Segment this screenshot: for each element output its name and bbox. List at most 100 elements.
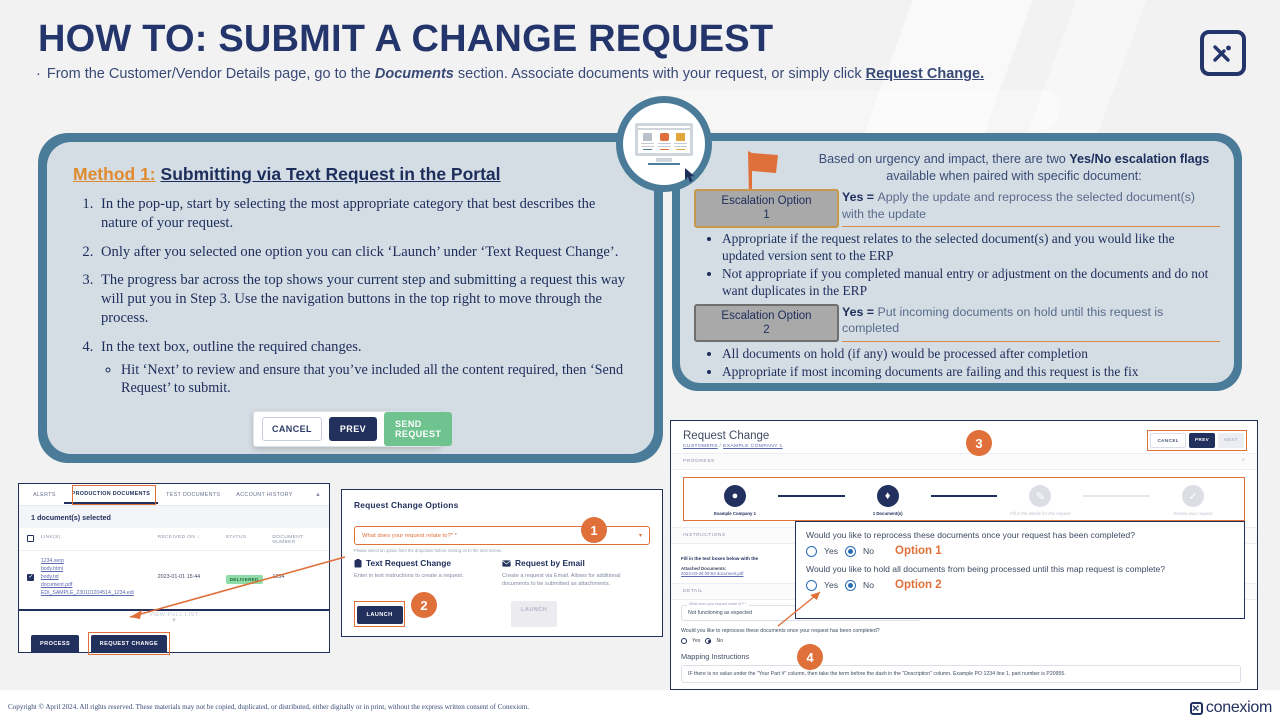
link-item[interactable]: body.txt (40, 574, 59, 581)
overlay-yes-label-2: Yes (824, 580, 839, 590)
monitor-screen (635, 123, 693, 156)
escalation-bullet: Appropriate if the request relates to th… (722, 230, 1220, 264)
escalation-card-inner: Based on urgency and impact, there are t… (680, 141, 1234, 383)
radio-no[interactable] (705, 638, 712, 644)
step-3[interactable]: ✎ Fill in the details for this request (997, 485, 1083, 516)
escalation-option-2-yes-bold: Yes = (842, 304, 878, 319)
intro-mid: section. Associate documents with your r… (453, 66, 866, 82)
row-document-number: 1234 (272, 574, 285, 581)
select-all-checkbox[interactable] (27, 535, 34, 542)
tab-account-history[interactable]: ACCOUNT HISTORY (236, 491, 293, 498)
link-item[interactable]: 1234.xerp (40, 558, 64, 564)
detail-question: Would you like to reprocess these docume… (681, 628, 880, 634)
radio-yes[interactable] (681, 638, 687, 644)
section-divider (19, 609, 329, 611)
detail-panel: What does your request relate to?* * Not… (671, 602, 1241, 683)
chevron-down-icon[interactable]: ▼ (171, 618, 177, 625)
request-change-link[interactable]: Request Change. (865, 66, 985, 82)
progress-stepper-highlight: ● Example Company 1 ♦ 1 Document(s) ✎ Fi… (683, 477, 1245, 521)
escalation-bullet: All documents on hold (if any) would be … (722, 345, 1220, 362)
method-step: In the pop-up, start by selecting the mo… (97, 195, 628, 234)
escalation-intro-2: available when paired with specific docu… (886, 169, 1142, 183)
step-4-label: Review your request (1173, 511, 1213, 516)
overlay-radio-no-1[interactable] (845, 545, 857, 557)
progress-section-bar: PROGRESS ^ (671, 453, 1257, 470)
method-steps: In the pop-up, start by selecting the mo… (79, 195, 628, 398)
rco-right-desc: Create a request via Email. Allows for a… (502, 573, 621, 588)
link-item[interactable]: body.html (40, 566, 63, 573)
launch-highlight: LAUNCH (354, 600, 406, 627)
breadcrumb-leaf[interactable]: EXAMPLE COMPANY 1 (723, 444, 783, 449)
attached-document-link[interactable]: 2024-03-26 09:53 document.pdf (681, 571, 744, 576)
chevron-up-icon[interactable]: ^ (1242, 459, 1245, 464)
launch-email-request-button: LAUNCH (511, 600, 558, 627)
overlay-no-label-2: No (863, 580, 875, 590)
rc-cancel-button[interactable]: CANCEL (1150, 433, 1187, 448)
overlay-question-2: Would you like to hold all documents fro… (806, 564, 1166, 574)
row-checkbox[interactable] (27, 573, 34, 581)
method-substep: Hit ‘Next’ to review and ensure that you… (121, 361, 628, 398)
step-connector (1083, 495, 1151, 497)
send-request-button[interactable]: SEND REQUEST (384, 412, 453, 446)
method-substeps: Hit ‘Next’ to review and ensure that you… (103, 361, 628, 398)
method-label: Method 1: (73, 164, 156, 184)
cancel-button[interactable]: CANCEL (262, 417, 322, 441)
step-connector (778, 495, 845, 497)
overlay-radio-no-2[interactable] (845, 579, 857, 591)
row-links: 1234.xerp body.html body.txt document.pd… (41, 557, 158, 597)
tab-production-documents[interactable]: PRODUCTION DOCUMENTS (63, 486, 159, 504)
overlay-no-label-1: No (863, 546, 875, 556)
x-glyph-small (1193, 705, 1200, 711)
escalation-option-2-yes-text: Put incoming documents on hold until thi… (842, 304, 1164, 336)
escalation-intro: Based on urgency and impact, there are t… (814, 151, 1214, 185)
breadcrumb-root[interactable]: CUSTOMERS (683, 444, 718, 449)
link-item[interactable]: EDI_SAMPLE_230101204514_1234.edi (40, 590, 134, 597)
mapping-instructions-textbox[interactable]: IF there is no value under the "Your Par… (681, 665, 1241, 683)
detail-label: DETAIL (683, 589, 703, 594)
escalation-option-2-bullets: All documents on hold (if any) would be … (708, 345, 1220, 380)
table-row: 1234.xerp body.html body.txt document.pd… (19, 551, 329, 603)
method-step: Only after you selected one option you c… (97, 243, 628, 262)
tab-test-documents[interactable]: TEST DOCUMENTS (166, 491, 221, 498)
escalation-option-2-tag-text: Escalation Option (721, 309, 812, 322)
escalation-option-1-tag-text: Escalation Option (721, 195, 812, 207)
process-button[interactable]: PROCESS (31, 634, 80, 653)
detail-radio-row: Yes No (681, 638, 1011, 644)
cursor-icon (685, 168, 695, 182)
link-item[interactable]: document.pdf (40, 582, 73, 589)
overlay-radio-yes-2[interactable] (806, 579, 817, 591)
step-1[interactable]: ● Example Company 1 (692, 485, 778, 516)
launch-text-request-button[interactable]: LAUNCH (356, 606, 403, 625)
step-2[interactable]: ♦ 1 Document(s) (845, 485, 931, 516)
selected-count-bar: 1 document(s) selected (19, 506, 329, 528)
escalation-option-1-block: Escalation Option 1 Yes = Apply the upda… (694, 189, 1220, 300)
view-full-list[interactable]: VIEW FULL LIST (149, 612, 199, 619)
column-received-on[interactable]: RECEIVED ON ↓ (157, 535, 200, 540)
mapping-instructions-title: Mapping Instructions (681, 652, 750, 661)
chevron-up-icon[interactable]: ▲ (315, 492, 321, 498)
flag-icon (748, 151, 778, 195)
rc-prev-button[interactable]: PREV (1189, 433, 1216, 448)
conexiom-x-icon (1200, 30, 1246, 76)
column-status: STATUS (225, 535, 247, 540)
breadcrumb-separator: / (717, 444, 724, 449)
escalation-option-2-tag: Escalation Option 2 (694, 303, 839, 343)
method-step: In the text box, outline the required ch… (97, 338, 628, 398)
request-change-body: Fill in the text boxes below with the At… (671, 550, 1257, 576)
overlay-radio-yes-1[interactable] (806, 545, 817, 557)
tab-alerts[interactable]: ALERTS (33, 491, 56, 498)
rco-email-request-column: Request by Email Create a request via Em… (502, 558, 650, 589)
instructions-label: INSTRUCTIONS (683, 533, 726, 538)
request-relates-to-select[interactable]: What does your request relate to?* * ▾ (354, 526, 650, 545)
step-4[interactable]: ✓ Review your request (1150, 485, 1236, 516)
status-badge: DELIVERED (225, 575, 263, 585)
rco-select-placeholder: What does your request relate to?* * (362, 532, 457, 539)
rco-left-heading-row: Text Request Change (354, 558, 492, 568)
request-change-button[interactable]: REQUEST CHANGE (90, 634, 168, 653)
prev-button[interactable]: PREV (328, 417, 378, 441)
escalation-option-1-tag-num: 1 (763, 209, 770, 222)
escalation-bullet: Appropriate if most incoming documents a… (722, 363, 1220, 380)
rco-left-heading: Text Request Change (366, 558, 452, 568)
method-heading: Method 1: Submitting via Text Request in… (73, 164, 628, 185)
overlay-radio-row-1: Yes No Option 1 (806, 545, 1234, 557)
